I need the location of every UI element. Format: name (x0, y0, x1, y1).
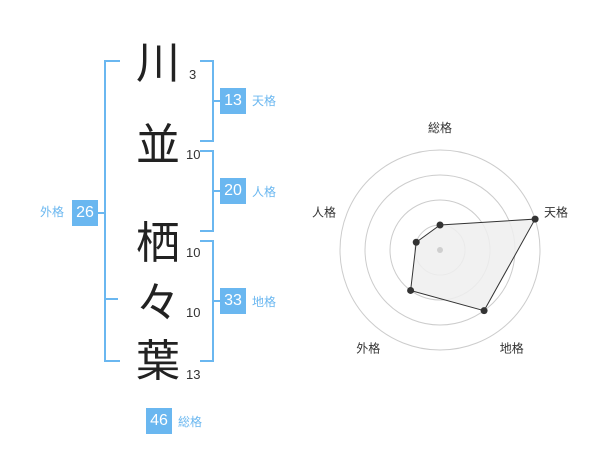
radar-point-3 (480, 307, 488, 315)
jinkaku-badge: 20 (220, 178, 246, 204)
radar-axis-label-4: 外格 (356, 341, 380, 356)
radar-axis-label-3: 地格 (500, 341, 524, 356)
gaikaku-connector (98, 212, 104, 214)
tenkaku-label: 天格 (252, 94, 277, 108)
radar-point-1 (436, 221, 444, 229)
gaikaku-bracket (104, 60, 120, 362)
radar-area (410, 218, 536, 312)
radar-point-4 (407, 286, 415, 294)
stroke-count-4: 10 (186, 305, 201, 320)
tenkaku-badge: 13 (220, 88, 246, 114)
name-char-5: 葉 (136, 336, 180, 387)
soukaku-label: 総格 (178, 415, 203, 429)
jinkaku-label: 人格 (252, 185, 277, 199)
radar-center-dot (437, 247, 443, 253)
name-char-4: 々 (136, 278, 180, 329)
chikaku-badge: 33 (220, 288, 246, 314)
radar-ring-4 (339, 149, 541, 351)
radar-point-2 (531, 215, 539, 223)
stroke-count-1: 3 (189, 67, 197, 82)
name-char-1: 川 (136, 38, 180, 89)
gaikaku-bracket-tick (104, 298, 118, 300)
soukaku-badge: 46 (146, 408, 172, 434)
stroke-count-5: 13 (186, 367, 201, 382)
radar-axis-label-5: 人格 (312, 204, 336, 219)
stroke-count-3: 10 (186, 245, 201, 260)
chikaku-connector (212, 300, 220, 302)
radar-point-5 (412, 238, 420, 246)
stroke-count-2: 10 (186, 147, 201, 162)
name-char-2: 並 (136, 120, 180, 171)
gaikaku-badge: 26 (72, 200, 98, 226)
jinkaku-connector (212, 190, 220, 192)
radar-axis-label-1: 総格 (428, 120, 452, 135)
chikaku-label: 地格 (252, 295, 277, 309)
tenkaku-connector (212, 100, 220, 102)
name-char-3: 栖 (136, 218, 180, 269)
radar-axis-label-2: 天格 (544, 204, 568, 219)
gaikaku-label: 外格 (40, 205, 65, 219)
